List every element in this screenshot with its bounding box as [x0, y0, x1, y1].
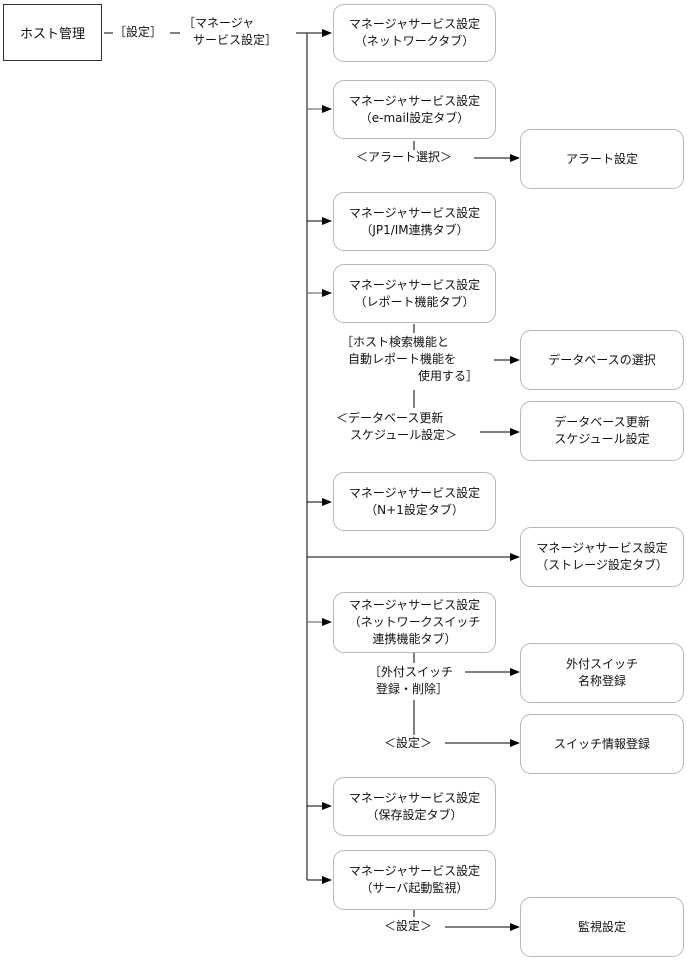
node-title: マネージャサービス設定: [348, 485, 481, 500]
alert-settings-dialog[interactable]: アラート設定: [520, 129, 684, 189]
server-startup-monitor-node[interactable]: マネージャサービス設定 （サーバ起動監視）: [333, 850, 496, 910]
dialog-title: 監視設定: [577, 919, 626, 934]
node-subtitle: （N+1設定タブ）: [365, 502, 464, 517]
use-host-search-action-line1[interactable]: ［ホスト検索機能と: [341, 335, 450, 349]
node-subtitle: （e-mail設定タブ）: [359, 110, 470, 125]
node-title: マネージャサービス設定: [348, 277, 481, 292]
node-subtitle: （レポート機能タブ）: [354, 294, 475, 309]
ext-switch-action-line2[interactable]: 登録・削除］: [376, 682, 449, 696]
dialog-title-line2: スケジュール設定: [554, 432, 650, 446]
alert-select-action[interactable]: ＜アラート選択＞: [356, 150, 453, 164]
settings-menu-label: ［設定］: [114, 25, 163, 39]
node-title: マネージャサービス設定: [348, 864, 481, 878]
network-switch-tab-node[interactable]: マネージャサービス設定 （ネットワークスイッチ 連携機能タブ）: [333, 592, 496, 653]
node-subtitle-line3: 連携機能タブ）: [372, 632, 457, 646]
node-subtitle: （ネットワークスイッチ: [348, 615, 481, 629]
node-title: マネージャサービス設定: [348, 790, 481, 805]
db-schedule-action-line1[interactable]: ＜データベース更新: [336, 411, 444, 425]
node-subtitle: （保存設定タブ）: [366, 807, 463, 822]
dialog-title: 外付スイッチ: [565, 657, 638, 671]
ext-switch-name-register-dialog[interactable]: 外付スイッチ 名称登録: [520, 643, 684, 703]
node-title: マネージャサービス設定: [348, 93, 481, 108]
host-management-box[interactable]: ホスト管理: [3, 4, 102, 61]
node-title: マネージャサービス設定: [348, 598, 481, 612]
db-update-schedule-dialog[interactable]: データベース更新 スケジュール設定: [520, 401, 684, 461]
network-tab-node[interactable]: マネージャサービス設定 （ネットワークタブ）: [333, 4, 496, 62]
monitor-settings-dialog[interactable]: 監視設定: [520, 897, 684, 957]
node-subtitle: （サーバ起動監視）: [360, 881, 469, 895]
switch-info-register-dialog[interactable]: スイッチ情報登録: [520, 714, 684, 774]
manager-service-label-line1: ［マネージャ: [183, 16, 255, 30]
manager-service-label-line2: サービス設定］: [193, 33, 278, 47]
storage-tab-node[interactable]: マネージャサービス設定 （ストレージ設定タブ）: [520, 527, 684, 587]
dialog-title: データベース更新: [554, 415, 650, 429]
node-title: マネージャサービス設定: [348, 205, 481, 220]
report-tab-node[interactable]: マネージャサービス設定 （レポート機能タブ）: [333, 264, 496, 323]
dialog-title: アラート設定: [565, 151, 638, 166]
use-host-search-action-line2[interactable]: 自動レポート機能を: [348, 352, 457, 366]
dialog-title: データベースの選択: [548, 352, 656, 367]
node-title: マネージャサービス設定: [536, 541, 668, 555]
jp1-im-tab-node[interactable]: マネージャサービス設定 （JP1/IM連携タブ）: [333, 192, 496, 251]
node-subtitle: （ネットワークタブ）: [354, 34, 475, 48]
db-schedule-action-line2[interactable]: スケジュール設定＞: [350, 428, 458, 442]
n-plus-1-tab-node[interactable]: マネージャサービス設定 （N+1設定タブ）: [333, 472, 496, 531]
node-subtitle: （ストレージ設定タブ）: [536, 558, 668, 572]
use-host-search-action-line3[interactable]: 使用する］: [418, 369, 479, 383]
ext-switch-action-line1[interactable]: ［外付スイッチ: [369, 665, 454, 679]
dialog-title-line2: 名称登録: [577, 674, 626, 688]
node-title: マネージャサービス設定: [348, 17, 481, 31]
node-subtitle: （JP1/IM連携タブ）: [360, 222, 469, 237]
database-select-dialog[interactable]: データベースの選択: [520, 330, 684, 390]
monitor-settings-action[interactable]: ＜設定＞: [384, 919, 433, 933]
dialog-title: スイッチ情報登録: [553, 736, 650, 751]
email-tab-node[interactable]: マネージャサービス設定 （e-mail設定タブ）: [333, 80, 496, 139]
host-management-label: ホスト管理: [19, 27, 85, 42]
retention-tab-node[interactable]: マネージャサービス設定 （保存設定タブ）: [333, 777, 496, 836]
switch-settings-action[interactable]: ＜設定＞: [384, 736, 433, 750]
